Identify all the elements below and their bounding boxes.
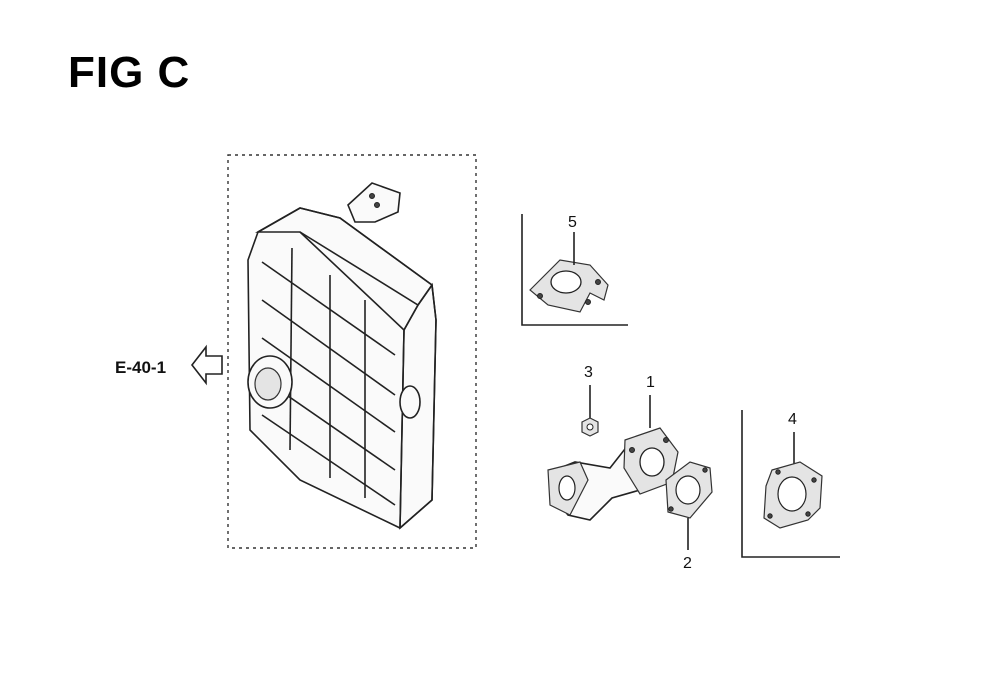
callout-3: 3 — [584, 364, 593, 381]
figure-title: FIG C — [68, 48, 191, 97]
reference-link[interactable]: E-40-1 — [115, 344, 223, 386]
callout-1: 1 — [646, 374, 655, 391]
exhaust-pipe-part-1 — [547, 427, 679, 521]
part-2-group: 2 — [665, 461, 713, 572]
part-1-group: 1 — [547, 374, 679, 521]
muffler-assembly-frame — [227, 154, 477, 549]
left-arrow-icon — [190, 344, 223, 386]
reference-label[interactable]: E-40-1 — [115, 358, 166, 377]
callout-2: 2 — [683, 555, 692, 572]
part-3-group: 3 — [581, 364, 599, 437]
muffler — [247, 182, 437, 530]
part-5-group: 5 — [521, 214, 628, 326]
callout-5: 5 — [568, 214, 577, 231]
part-4-group: 4 — [741, 410, 840, 558]
callout-4: 4 — [788, 411, 797, 428]
